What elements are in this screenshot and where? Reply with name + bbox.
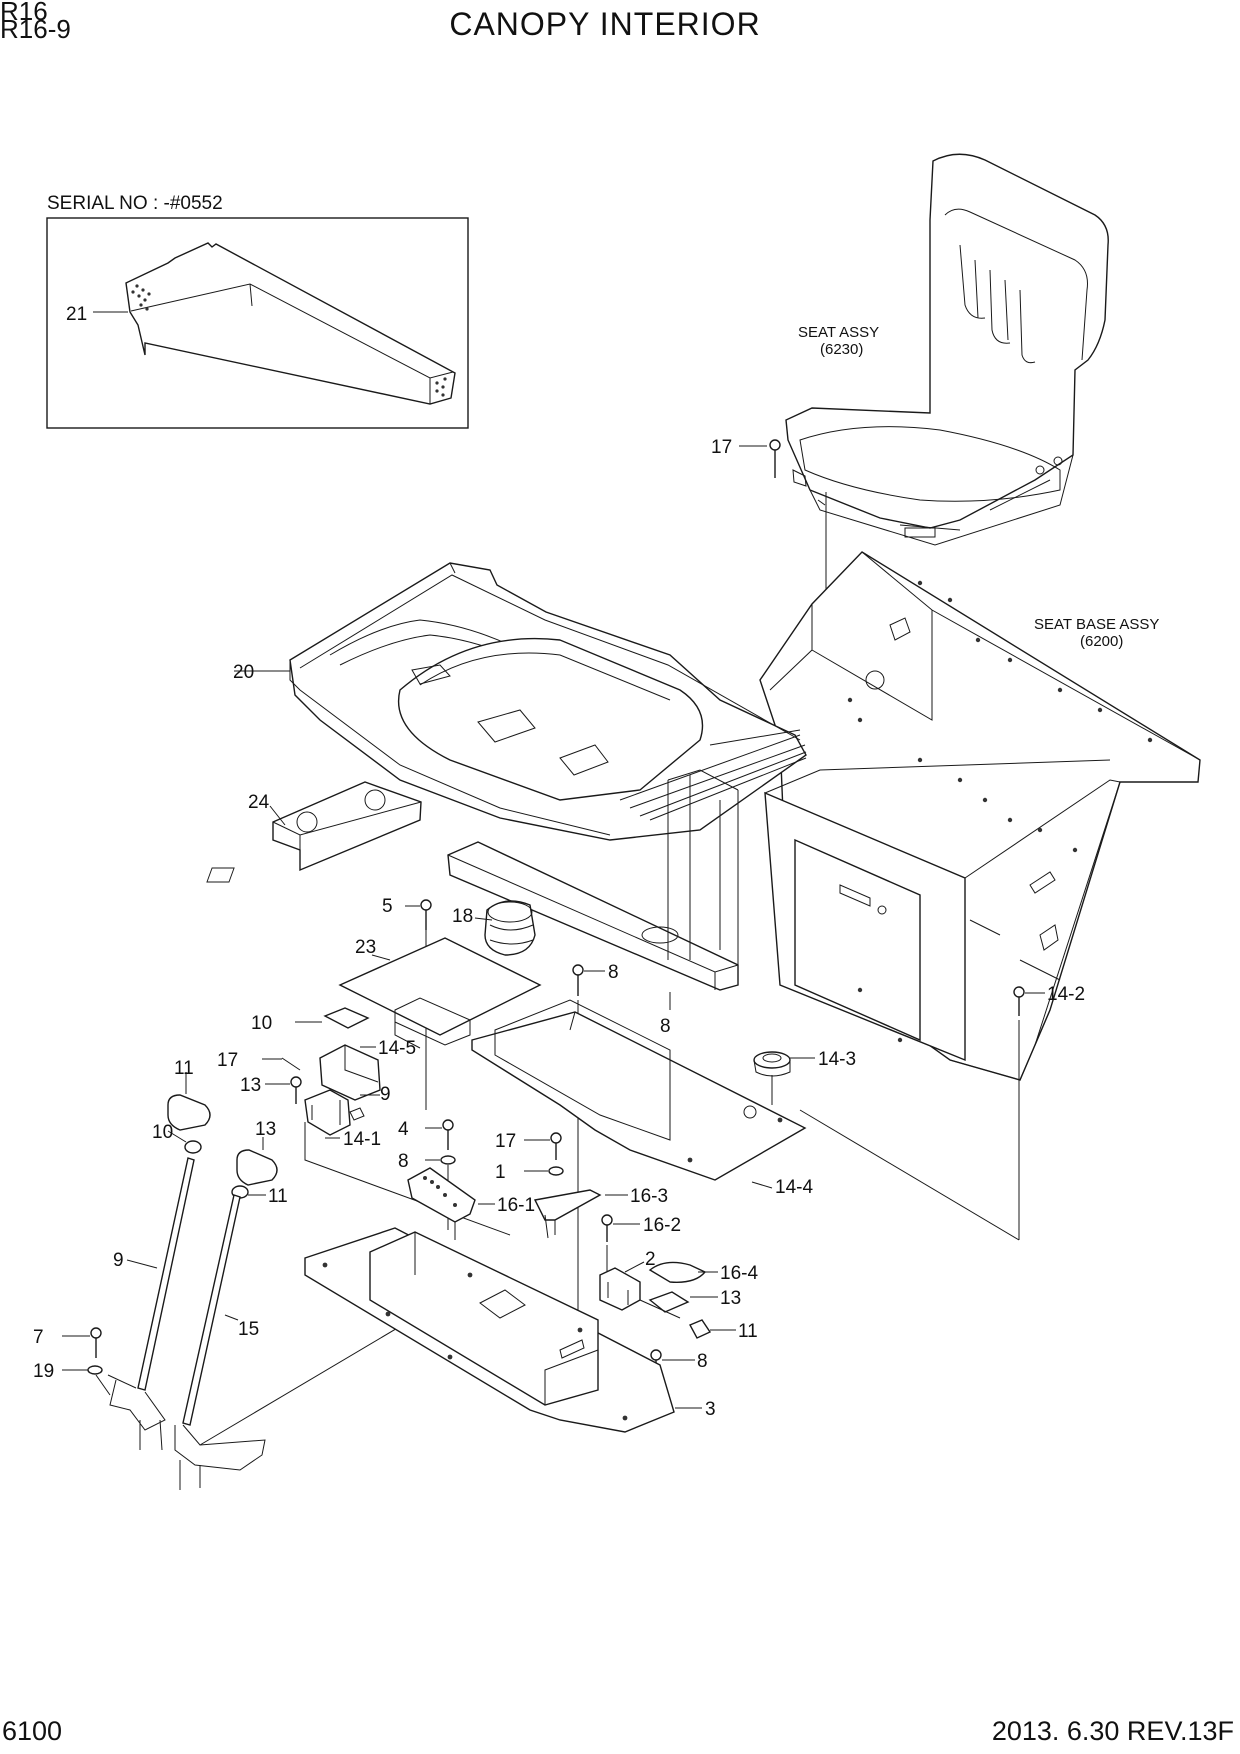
callout-label: 14-1 (343, 1129, 381, 1150)
callout-label: 14-5 (378, 1038, 416, 1059)
bolt-17-seat: 17 (711, 437, 781, 478)
callout-label: 8 (608, 962, 619, 983)
callout-label: 10 (152, 1122, 173, 1143)
seat-assy-label: SEAT ASSY (798, 324, 879, 341)
part-21-trim (125, 242, 456, 405)
callout-label: 4 (398, 1119, 409, 1140)
serial-inset: SERIAL NO : -#0552 21 (46, 193, 469, 429)
callout-label: 5 (382, 896, 393, 917)
part-15-bracket (407, 1167, 476, 1240)
part-3-base-plate (304, 1227, 675, 1433)
part-23-channel (206, 769, 739, 991)
callout-label: 14-4 (775, 1177, 813, 1198)
callout-label: 18 (452, 906, 473, 927)
callout-label: 7 (33, 1327, 44, 1348)
callout-label: 11 (268, 1186, 288, 1207)
callout-label: 3 (705, 1399, 716, 1420)
callout-label: 8 (697, 1351, 708, 1372)
seat-base-label: SEAT BASE ASSY (1034, 616, 1159, 633)
callout-label: 14-2 (1047, 984, 1085, 1005)
callout-label: 8 (660, 1016, 671, 1037)
part-1-lever (107, 1157, 195, 1451)
seat-base-code: (6200) (1080, 633, 1123, 650)
part-16-pedal-group (599, 1261, 712, 1339)
callout-label: 23 (355, 937, 376, 958)
page-number: 6100 (2, 1716, 63, 1746)
part-24-bracket (272, 781, 422, 872)
part-9-collar-left (167, 1130, 202, 1154)
seat-assembly: SEAT ASSY (6230) (785, 153, 1109, 546)
callout-label: 16-3 (630, 1186, 668, 1207)
callout-label: 9 (380, 1084, 391, 1105)
callout-label: 9 (113, 1250, 124, 1271)
part-2-lever (174, 1194, 471, 1490)
callout-label: 13 (240, 1075, 261, 1096)
serial-label: SERIAL NO : -#0552 (47, 193, 223, 214)
callout-label: 17 (495, 1131, 516, 1152)
part-7-bracket (533, 1189, 602, 1239)
part-20-floor-mat (289, 562, 807, 841)
seat-assy-code: (6230) (820, 341, 863, 358)
callout-label: 17 (217, 1050, 238, 1071)
callout-label: 10 (251, 1013, 272, 1034)
part-18-boot (484, 900, 536, 956)
callout-label: 13 (720, 1288, 741, 1309)
callout-label: 8 (398, 1151, 409, 1172)
bolt-13-center-a: 4 8 (398, 1119, 456, 1230)
page-title: CANOPY INTERIOR (449, 6, 761, 42)
callout-label: 19 (33, 1361, 54, 1382)
callout-label: 16-1 (497, 1195, 535, 1216)
bolt-13-left: 7 19 (33, 1327, 111, 1396)
part-10-grip-left (167, 1072, 211, 1131)
part-19-grommet (753, 1051, 815, 1105)
inset-frame (46, 217, 469, 429)
callout-label: 14-3 (818, 1049, 856, 1070)
callout-21: 21 (66, 304, 87, 325)
revision-date: 2013. 6.30 REV.13F (991, 1716, 1234, 1746)
part-5-cover (338, 937, 542, 1049)
callout-label: 2 (645, 1249, 656, 1270)
part-4-plate (471, 999, 807, 1181)
callout-label: 20 (233, 662, 254, 683)
part-10-grip-right (236, 1137, 278, 1186)
seat-base-assembly: SEAT BASE ASSY (6200) (759, 551, 1201, 1081)
callout-label: 24 (248, 792, 270, 813)
model-variant: R16-9 (0, 14, 71, 44)
bolt-17-switch: 13 (240, 1075, 302, 1104)
bolt-8-c: 14-2 (799, 984, 1085, 1241)
callout-label: 16-4 (720, 1263, 758, 1284)
callout-label: 11 (174, 1058, 194, 1079)
part-14-switch-group (281, 1007, 511, 1236)
callout-label: 16-2 (643, 1215, 681, 1236)
callout-label: 17 (711, 437, 732, 458)
callout-label: 15 (238, 1319, 259, 1340)
bolt-13-center-b: 17 1 (495, 1131, 564, 1183)
model-code: R16 (0, 0, 48, 26)
callout-label: 1 (495, 1162, 506, 1183)
callout-label: 13 (255, 1119, 276, 1140)
callout-label: 11 (738, 1321, 758, 1342)
